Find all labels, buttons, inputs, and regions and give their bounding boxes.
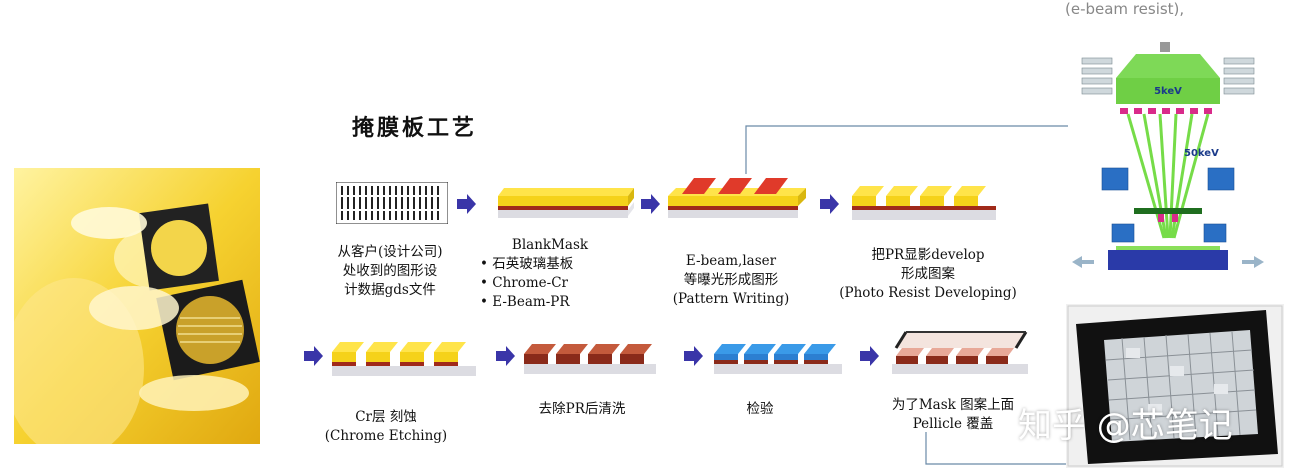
label-inspection: 检验 (746, 401, 774, 417)
arrow-right-icon (860, 346, 879, 366)
pellicle-graphic (892, 331, 1028, 374)
stage-blank-mask (488, 178, 636, 230)
stage-chrome-etching (326, 334, 482, 386)
label-gds-data: 从客户(设计公司) 处收到的图形设 计数据gds文件 (337, 244, 443, 298)
arrow-right-icon (641, 194, 660, 214)
ebeam-column-graphic: 5keV 50keV (1068, 38, 1268, 278)
connector-line (745, 121, 1078, 174)
label-blank-mask: BlankMask 石英玻璃基板 Chrome-Cr E-Beam-PR (480, 236, 640, 312)
label-pellicle: 为了Mask 图案上面 Pellicle 覆盖 (891, 397, 1015, 432)
blank-mask-graphic (498, 188, 634, 218)
remove-pr-graphic (524, 344, 656, 374)
label-developing: 把PR显影develop 形成图案 (Photo Resist Developi… (839, 247, 1017, 301)
arrow-right-icon (457, 194, 476, 214)
cleanroom-illustration (14, 168, 260, 444)
arrow-right-icon (684, 346, 703, 366)
arrow-right-icon (820, 194, 839, 214)
ebeam-resist-caption: (e-beam resist), (1065, 0, 1185, 18)
stage-remove-pr (518, 336, 664, 386)
page-title: 掩膜板工艺 (352, 115, 478, 141)
chrome-etching-graphic (332, 342, 476, 376)
connector-line-bottom (925, 432, 1070, 465)
photomask-illustration (1066, 304, 1284, 468)
arrow-right-icon (496, 346, 515, 366)
gds-pattern-graphic (335, 181, 449, 225)
photomask-photo (1066, 304, 1284, 468)
cleanroom-photo (14, 168, 260, 444)
stage-pellicle (886, 326, 1036, 386)
arrow-right-icon (304, 346, 323, 366)
pattern-writing-graphic (668, 178, 806, 218)
develop-graphic (852, 186, 996, 220)
ebeam-5kev-label: 5keV (1154, 86, 1182, 97)
stage-gds-data (335, 181, 449, 228)
stage-inspection (710, 336, 850, 386)
stage-photo-resist-developing (846, 178, 1002, 230)
label-chrome-etching: Cr层 刻蚀 (Chrome Etching) (324, 409, 448, 444)
watermark-text: 知乎 @芯笔记 (1018, 406, 1233, 446)
label-remove-pr: 去除PR后清洗 (538, 401, 626, 417)
ebeam-column-diagram: 5keV 50keV (1068, 38, 1268, 282)
ebeam-50kev-label: 50keV (1184, 148, 1219, 159)
label-pattern-writing: E-beam,laser 等曝光形成图形 (Pattern Writing) (672, 253, 790, 307)
inspection-graphic (714, 344, 842, 374)
stage-pattern-writing (660, 170, 810, 230)
